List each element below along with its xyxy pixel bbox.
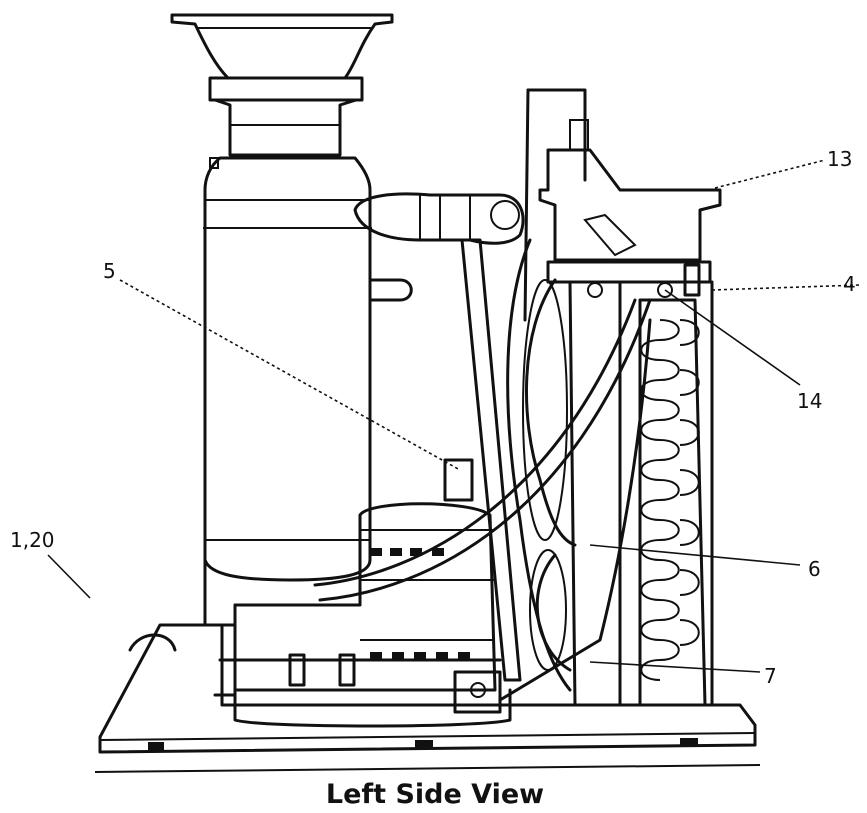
- callout-4: 4: [843, 272, 856, 296]
- base-plate: [94, 623, 761, 773]
- callout-1-20: 1,20: [10, 528, 55, 552]
- callout-7: 7: [764, 664, 777, 688]
- callout-14: 14: [797, 389, 822, 413]
- upper-fitting: [353, 192, 525, 245]
- leader-lines: [47, 159, 861, 673]
- callout-13: 13: [827, 147, 852, 171]
- tubing: [313, 298, 652, 702]
- tank-assembly: [170, 13, 413, 627]
- condenser-coil: [568, 280, 714, 707]
- callout-5: 5: [103, 259, 116, 283]
- compressor: [128, 458, 512, 728]
- diagram-caption: Left Side View: [326, 779, 544, 810]
- reservoir: [538, 119, 722, 298]
- callout-6: 6: [808, 557, 821, 581]
- fan-housing: [460, 88, 587, 692]
